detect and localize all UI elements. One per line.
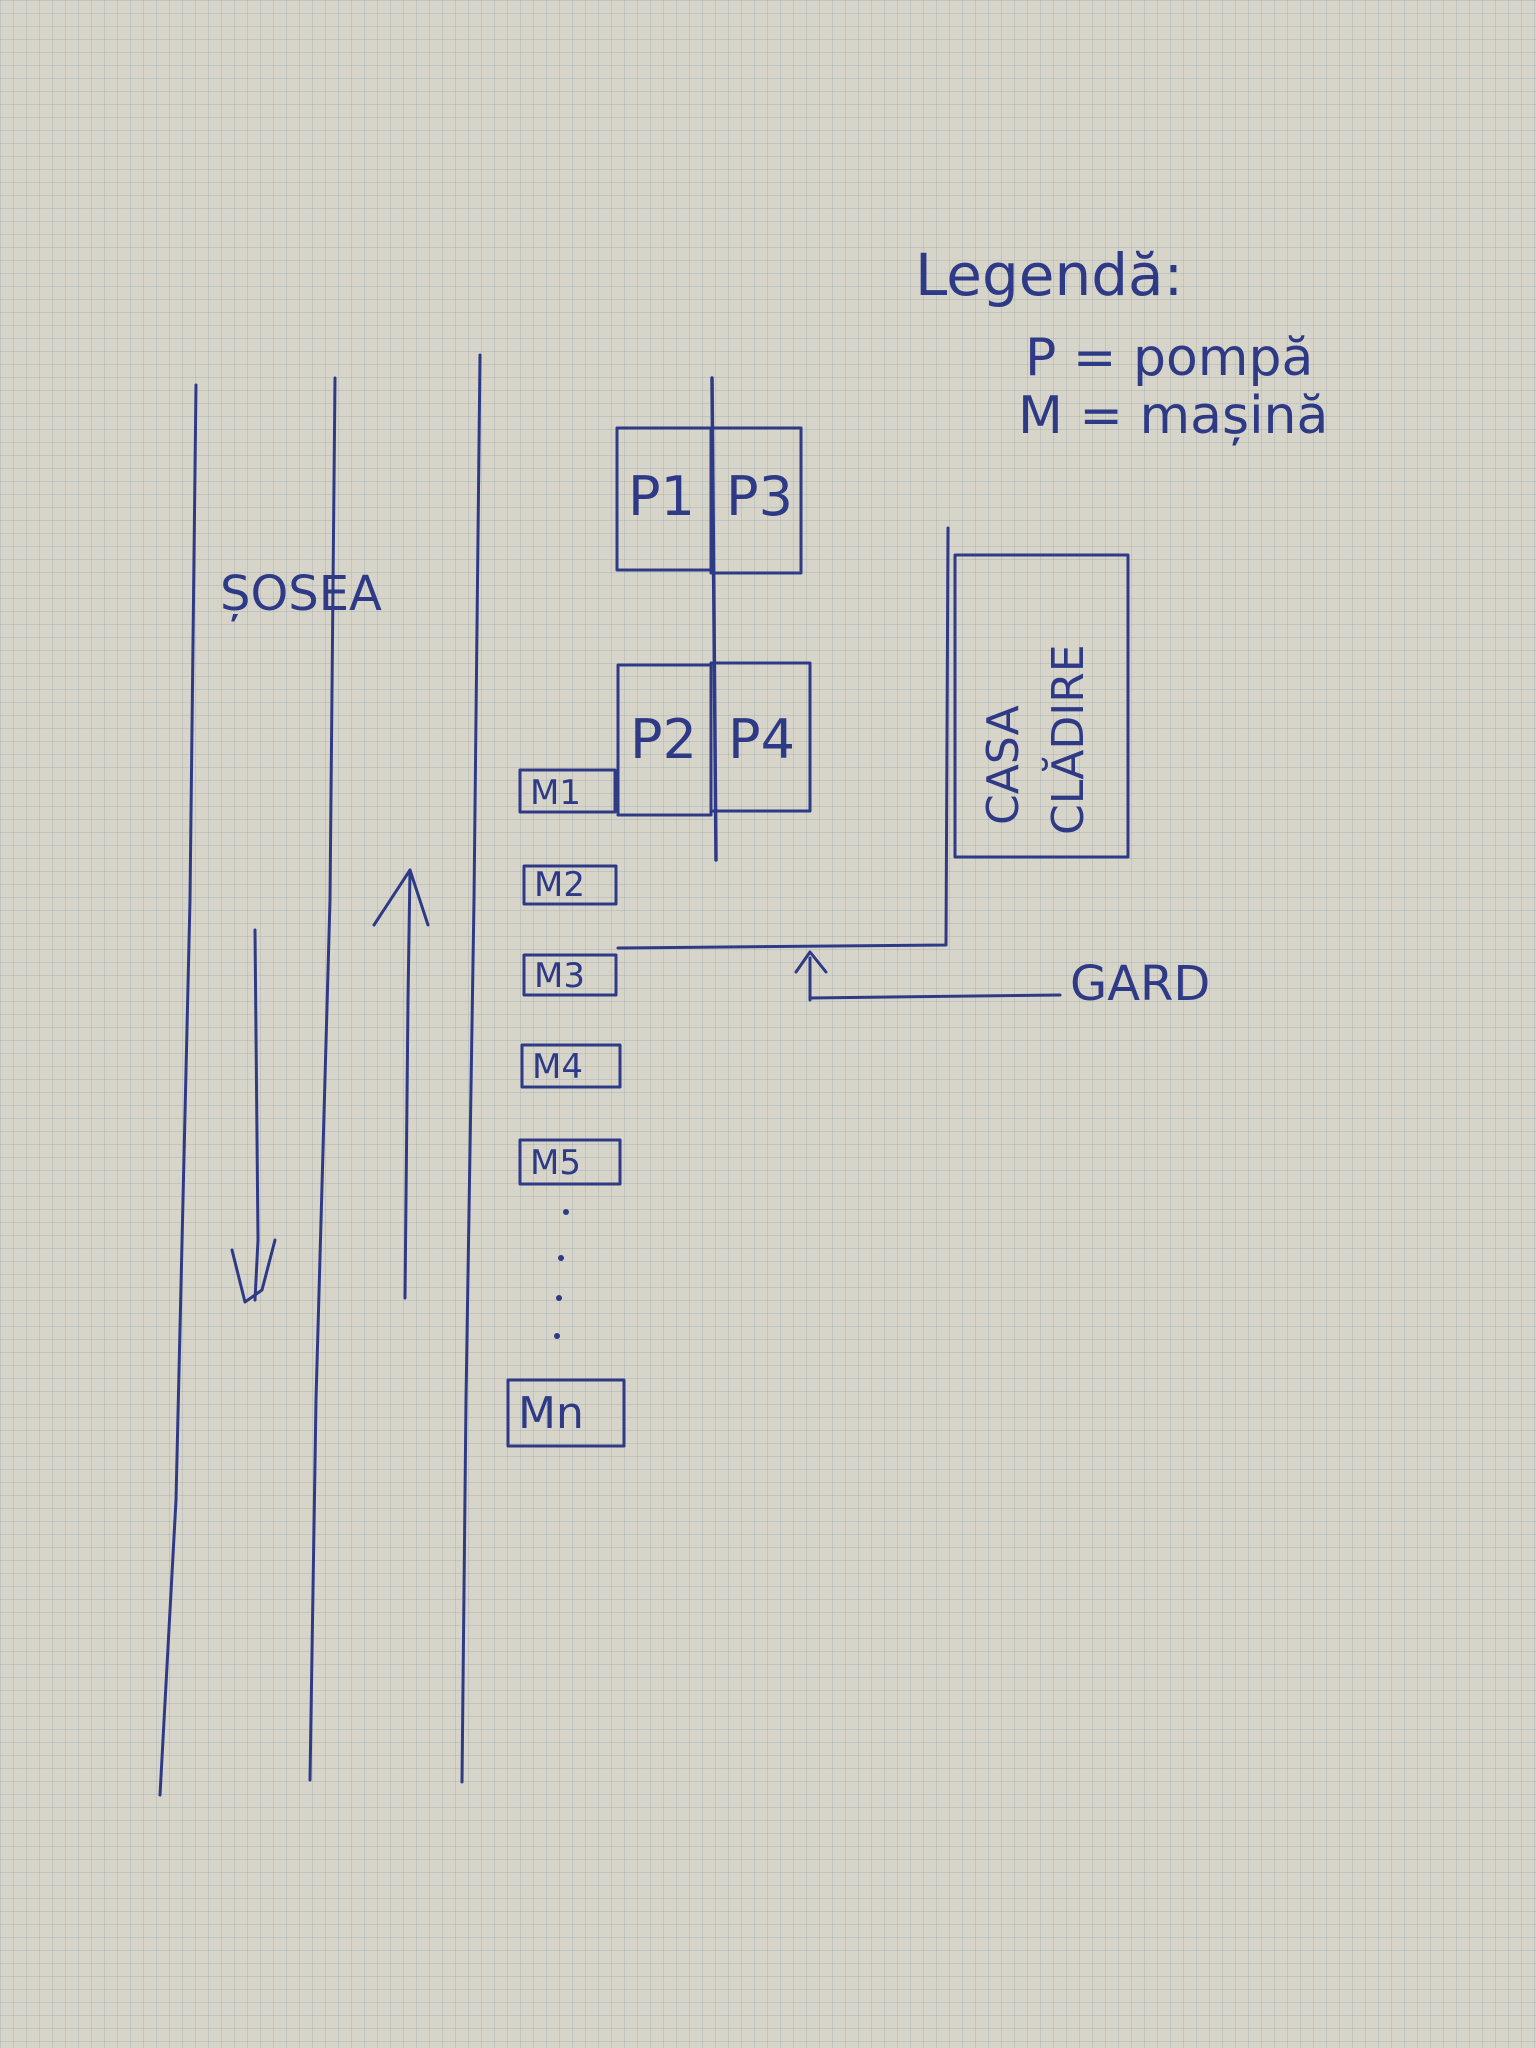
car-label-mn: Mn bbox=[518, 1388, 584, 1439]
queue-dot bbox=[563, 1209, 569, 1215]
car-box-m4 bbox=[520, 1043, 622, 1089]
queue-dot bbox=[554, 1333, 560, 1339]
car-box-m5 bbox=[518, 1138, 622, 1186]
legend-item-car: M = mașină bbox=[1018, 386, 1328, 446]
legend-title: Legendă: bbox=[915, 241, 1183, 309]
legend: Legendă: P = pompă M = mașină bbox=[915, 241, 1328, 446]
pump-label-p2: P2 bbox=[630, 708, 697, 771]
pump-label-p1: P1 bbox=[628, 465, 695, 528]
legend-item-pump: P = pompă bbox=[1025, 328, 1313, 388]
car-queue: M1 M2 M3 M4 M5 Mn bbox=[506, 768, 626, 1448]
building-label-line1: CASA bbox=[978, 705, 1029, 825]
car-box-m1 bbox=[518, 768, 617, 814]
fence-line bbox=[616, 526, 950, 950]
arrow-down-shaft bbox=[253, 928, 260, 1302]
car-box-m3 bbox=[522, 953, 618, 997]
arrow-up-shaft bbox=[403, 868, 412, 1300]
queue-dot bbox=[556, 1295, 562, 1301]
pump-box-p3 bbox=[709, 426, 803, 575]
fence-pointer-line bbox=[808, 993, 1062, 1000]
car-label-m5: M5 bbox=[530, 1143, 581, 1183]
road-edge-right bbox=[460, 353, 482, 1784]
road-edge-left bbox=[158, 383, 198, 1797]
car-label-m4: M4 bbox=[532, 1047, 583, 1087]
car-label-m3: M3 bbox=[534, 956, 585, 996]
pump-island: P1 P3 P2 P4 bbox=[615, 376, 812, 862]
building-label-line2: CLĂDIRE bbox=[1040, 644, 1094, 835]
pump-box-p4 bbox=[709, 661, 812, 813]
road-divider bbox=[308, 376, 337, 1782]
car-box-mn bbox=[506, 1378, 626, 1448]
road-label: ȘOSEA bbox=[220, 566, 382, 622]
building-outline bbox=[953, 553, 1130, 859]
pump-label-p4: P4 bbox=[728, 708, 795, 771]
fence-label: GARD bbox=[1070, 956, 1210, 1012]
fence-pointer-head bbox=[794, 950, 828, 974]
building: CASA CLĂDIRE bbox=[953, 553, 1130, 859]
car-label-m1: M1 bbox=[530, 773, 581, 813]
car-box-m2 bbox=[522, 864, 618, 906]
pump-label-p3: P3 bbox=[726, 465, 793, 528]
arrow-up-head bbox=[372, 868, 430, 927]
car-label-m2: M2 bbox=[534, 865, 585, 905]
queue-dot bbox=[558, 1255, 564, 1261]
arrow-down-head bbox=[230, 1238, 277, 1304]
fence: GARD bbox=[616, 526, 1210, 1012]
pump-island-divider bbox=[710, 376, 718, 862]
road: ȘOSEA bbox=[158, 353, 482, 1797]
